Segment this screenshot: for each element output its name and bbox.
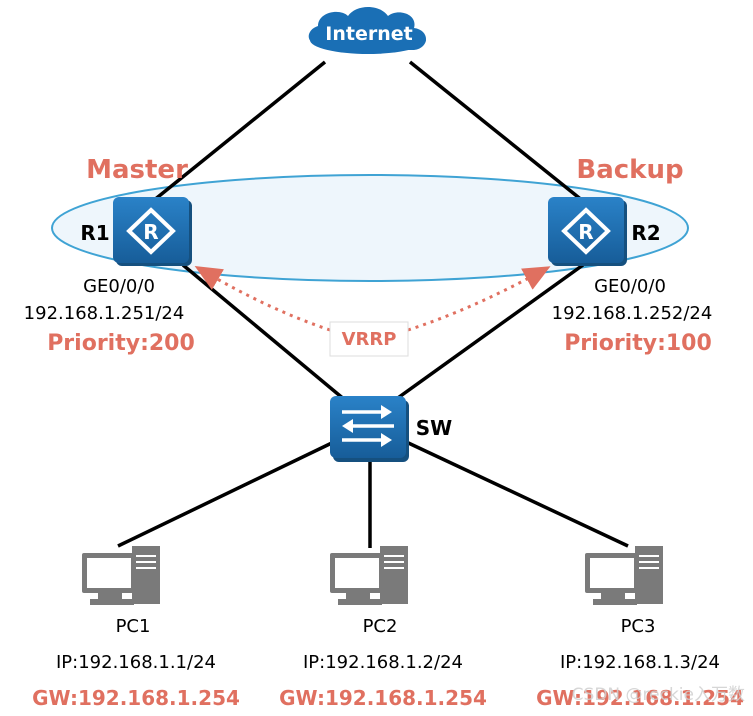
link-r2-sw [393, 263, 585, 402]
pc1-name: PC1 [116, 616, 151, 637]
pc3-name: PC3 [621, 616, 656, 637]
r2-priority: Priority:100 [564, 331, 712, 356]
r2-name: R2 [631, 221, 660, 245]
pc2-ip: IP:192.168.1.2/24 [303, 652, 463, 673]
router-r2-icon: R [548, 197, 627, 266]
vrrp-label-box [329, 321, 409, 357]
r1-priority: Priority:200 [47, 331, 195, 356]
r2-interface: GE0/0/0 [594, 276, 666, 297]
router-r1-icon: R [113, 197, 192, 266]
pc3-ip: IP:192.168.1.3/24 [560, 652, 720, 673]
r1-role-label: Master [86, 155, 188, 185]
r1-interface: GE0/0/0 [83, 276, 155, 297]
svg-text:R: R [578, 220, 593, 244]
watermark: CSDN @reckie入万数 [572, 685, 745, 705]
r1-name: R1 [80, 221, 109, 245]
internet-cloud-icon [308, 7, 426, 54]
link-internet-r1 [146, 60, 327, 207]
link-sw-pc3 [401, 438, 629, 548]
pc2-gw: GW:192.168.1.254 [279, 686, 487, 710]
switch-sw-icon [330, 396, 409, 462]
vrrp-label: VRRP [342, 329, 397, 350]
link-internet-r2 [408, 60, 590, 207]
pc3-icon [585, 546, 663, 605]
r2-role-label: Backup [576, 155, 683, 185]
pc3-gw: GW:192.168.1.254 [536, 686, 744, 710]
vrrp-arrow-left [194, 265, 331, 332]
pc2-name: PC2 [363, 616, 398, 637]
pc1-ip: IP:192.168.1.1/24 [56, 652, 216, 673]
r2-ip: 192.168.1.252/24 [552, 303, 713, 324]
internet-label: Internet [325, 23, 412, 45]
pc1-icon [82, 546, 160, 605]
vrrp-group-ellipse [51, 174, 689, 282]
pc2-icon [330, 546, 408, 605]
svg-text:R: R [143, 220, 158, 244]
r1-ip: 192.168.1.251/24 [24, 303, 185, 324]
switch-name: SW [416, 416, 452, 440]
link-sw-pc1 [117, 438, 339, 548]
pc1-gw: GW:192.168.1.254 [32, 686, 240, 710]
link-r1-sw [181, 263, 347, 402]
